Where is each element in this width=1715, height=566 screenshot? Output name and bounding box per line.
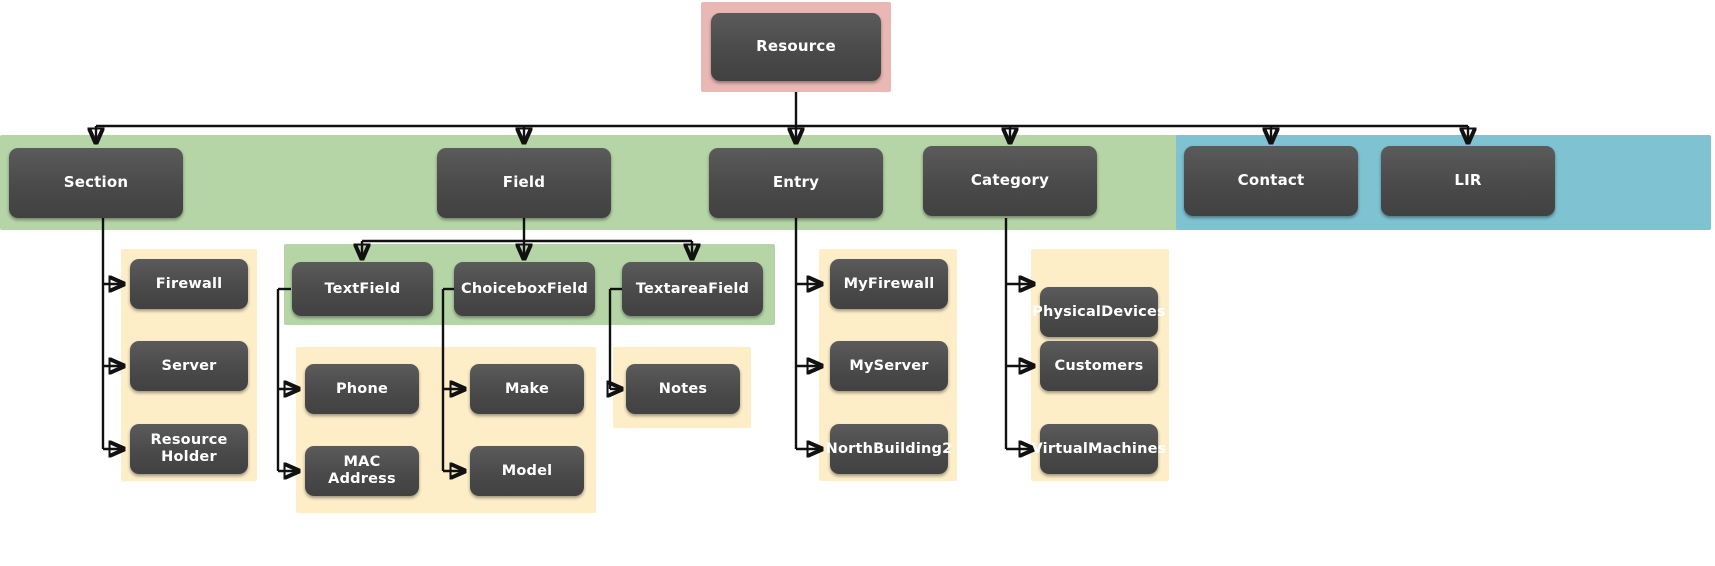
node-myfirewall[interactable]: MyFirewall: [830, 259, 948, 309]
node-textfield[interactable]: TextField: [292, 262, 433, 316]
node-textareafield[interactable]: TextareaField: [622, 262, 763, 316]
node-phone[interactable]: Phone: [305, 364, 419, 414]
node-entry[interactable]: Entry: [709, 148, 883, 218]
node-resource[interactable]: Resource: [711, 13, 881, 81]
node-notes[interactable]: Notes: [626, 364, 740, 414]
node-section[interactable]: Section: [9, 148, 183, 218]
node-resource-holder[interactable]: Resource Holder: [130, 424, 248, 474]
node-category[interactable]: Category: [923, 146, 1097, 216]
node-virtualmachines[interactable]: VirtualMachines: [1032, 424, 1166, 474]
node-northbuilding2[interactable]: NorthBuilding2: [826, 424, 952, 474]
node-contact[interactable]: Contact: [1184, 146, 1358, 216]
node-make[interactable]: Make: [470, 364, 584, 414]
node-model[interactable]: Model: [470, 446, 584, 496]
node-myserver[interactable]: MyServer: [830, 341, 948, 391]
node-mac-address[interactable]: MAC Address: [305, 446, 419, 496]
node-firewall[interactable]: Firewall: [130, 259, 248, 309]
node-lir[interactable]: LIR: [1381, 146, 1555, 216]
node-physicaldevices[interactable]: PhysicalDevices: [1032, 287, 1166, 337]
node-customers[interactable]: Customers: [1040, 341, 1158, 391]
node-field[interactable]: Field: [437, 148, 611, 218]
node-choiceboxfield[interactable]: ChoiceboxField: [454, 262, 595, 316]
node-server[interactable]: Server: [130, 341, 248, 391]
